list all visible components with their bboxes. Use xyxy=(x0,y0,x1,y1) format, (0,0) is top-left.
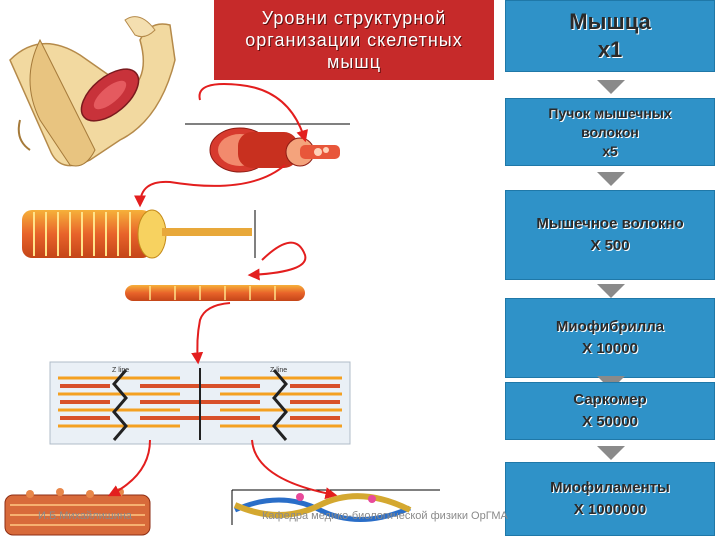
z-line-label-left: Z line xyxy=(112,367,129,374)
level-myofibril: Миофибрилла Х 10000 xyxy=(505,298,715,378)
down-arrow-1 xyxy=(597,80,625,94)
title-line-1: Уровни структурной xyxy=(261,8,447,28)
footer-department: Кафедра медико-биологической физики ОрГМ… xyxy=(262,510,508,522)
level-fiber-bundle: Пучок мышечных волокон х5 xyxy=(505,98,715,166)
connection-arrows xyxy=(107,83,338,500)
level-muscle-name: Мышца xyxy=(569,9,651,34)
arrow-bundle-to-fiber xyxy=(134,164,286,208)
level-fiber-bundle-name: Пучок мышечных xyxy=(548,104,672,121)
level-muscle: Мышца х1 xyxy=(505,0,715,72)
down-arrow-3 xyxy=(597,284,625,298)
arrow-sarcomere-to-left-filament xyxy=(107,439,151,497)
level-myofibril-name: Миофибрилла xyxy=(555,318,665,335)
down-arrow-5 xyxy=(597,446,625,460)
myofibril-illustration xyxy=(125,285,305,301)
level-sarcomere: Саркомер Х 50000 xyxy=(505,382,715,440)
level-myofilaments: Миофиламенты Х 1000000 xyxy=(505,462,715,536)
title-line-2: организации скелетных xyxy=(245,30,463,50)
arrow-sarcomere-to-right-filament xyxy=(251,439,338,500)
level-sarcomere-name: Саркомер xyxy=(573,391,647,408)
arrow-fiber-to-myofibril xyxy=(247,241,307,281)
level-sarcomere-mag: Х 50000 xyxy=(582,413,638,430)
arrow-arm-to-bundle xyxy=(198,83,308,143)
arrow-myofibril-to-sarcomere xyxy=(191,302,231,365)
down-arrow-2 xyxy=(597,172,625,186)
muscle-fiber-illustration xyxy=(22,209,256,259)
sarcomere-diagram: Z line Z line xyxy=(49,361,351,445)
footer-author: И.Б.Михайлишина xyxy=(38,510,132,522)
level-muscle-fiber-name: Мышечное волокно xyxy=(536,215,684,232)
level-myofilaments-name: Миофиламенты xyxy=(550,479,670,496)
level-muscle-fiber: Мышечное волокно Х 500 xyxy=(505,190,715,280)
level-muscle-fiber-mag: Х 500 xyxy=(590,237,630,254)
level-fiber-bundle-name2: волокон xyxy=(581,123,639,140)
fiber-bundle-illustration xyxy=(185,123,350,173)
arm-illustration xyxy=(9,16,176,167)
diagram-title: Уровни структурной организации скелетных… xyxy=(214,0,494,80)
level-muscle-mag: х1 xyxy=(597,37,623,62)
myofilament-illustration-left xyxy=(4,488,151,536)
level-fiber-bundle-mag: х5 xyxy=(602,142,618,159)
title-line-3: мышц xyxy=(326,52,382,72)
level-myofilaments-mag: Х 1000000 xyxy=(573,501,647,518)
level-myofibril-mag: Х 10000 xyxy=(582,340,638,357)
z-line-label-right: Z line xyxy=(270,367,287,374)
